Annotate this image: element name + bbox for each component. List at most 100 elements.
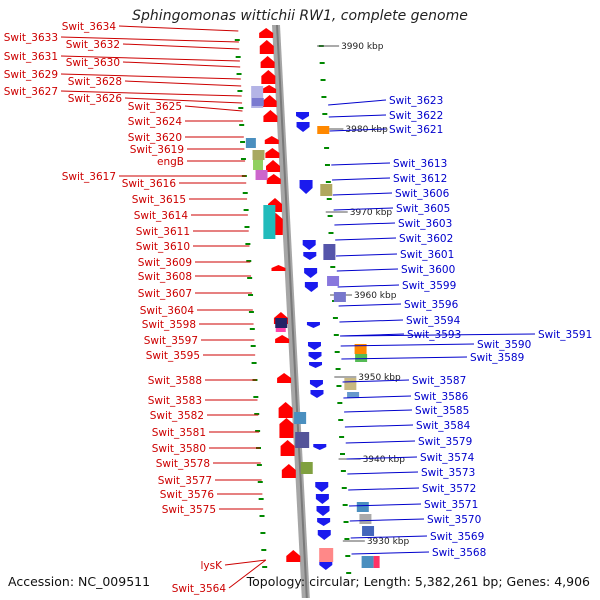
reverse-gene bbox=[319, 560, 333, 570]
reverse-label-leader bbox=[348, 487, 420, 491]
reverse-gene-label: Swit_3574 bbox=[420, 452, 475, 464]
reverse-gene bbox=[303, 252, 317, 260]
kbp-marker-label: 3960 kbp bbox=[354, 291, 397, 301]
forward-gene-label: Swit_3616 bbox=[122, 178, 177, 190]
reverse-label-leader bbox=[347, 471, 419, 475]
forward-gene bbox=[259, 40, 274, 54]
forward-label-leader bbox=[60, 36, 239, 43]
reverse-label-leader bbox=[329, 128, 387, 132]
gene-feature-box bbox=[317, 126, 330, 134]
reverse-gene bbox=[296, 112, 310, 120]
reverse-gene bbox=[296, 122, 310, 132]
reverse-gene-label: Swit_3600 bbox=[401, 264, 455, 276]
forward-label-leader bbox=[118, 25, 239, 32]
forward-gene bbox=[278, 402, 293, 418]
forward-gene bbox=[277, 373, 292, 383]
reverse-gene bbox=[304, 268, 318, 278]
gene-feature-box bbox=[252, 150, 265, 160]
forward-gene-label: Swit_3628 bbox=[68, 76, 122, 88]
gene-feature-box bbox=[275, 318, 288, 328]
reverse-gene-label: Swit_3603 bbox=[398, 218, 452, 230]
reverse-gene-label: Swit_3585 bbox=[415, 405, 469, 417]
reverse-gene bbox=[315, 482, 329, 492]
forward-gene bbox=[265, 148, 280, 158]
forward-gene bbox=[264, 136, 279, 144]
reverse-gene bbox=[313, 444, 327, 450]
forward-gene bbox=[286, 550, 301, 562]
reverse-label-leader bbox=[336, 268, 399, 272]
forward-gene bbox=[271, 265, 286, 271]
forward-gene bbox=[262, 95, 277, 107]
forward-gene-label: Swit_3611 bbox=[136, 226, 190, 238]
gene-feature-box bbox=[373, 556, 380, 568]
forward-gene bbox=[281, 464, 296, 478]
gene-feature-box bbox=[359, 514, 372, 524]
reverse-gene-label: Swit_3571 bbox=[424, 499, 478, 511]
reverse-label-leader bbox=[335, 237, 397, 241]
reverse-label-leader bbox=[341, 356, 468, 360]
reverse-label-leader bbox=[340, 333, 536, 337]
gene-feature-box bbox=[347, 392, 360, 398]
reverse-label-leader bbox=[331, 162, 391, 166]
forward-label-leader bbox=[124, 80, 242, 87]
reverse-label-leader bbox=[345, 440, 416, 444]
reverse-label-leader bbox=[328, 114, 387, 118]
gene-feature-box bbox=[327, 276, 340, 286]
reverse-gene-label: Swit_3584 bbox=[416, 420, 471, 432]
gene-feature-box bbox=[344, 378, 357, 390]
reverse-gene-label: Swit_3573 bbox=[421, 467, 475, 479]
reverse-gene-label: Swit_3570 bbox=[427, 514, 481, 526]
reverse-gene-label: Swit_3594 bbox=[406, 315, 461, 327]
forward-gene-label: Swit_3610 bbox=[136, 241, 190, 253]
forward-gene-label: Swit_3633 bbox=[4, 32, 58, 44]
forward-gene-label: engB bbox=[157, 156, 184, 168]
forward-gene-label: Swit_3626 bbox=[68, 93, 123, 105]
forward-gene bbox=[266, 160, 281, 172]
kbp-marker-label: 3940 kbp bbox=[363, 455, 406, 465]
forward-gene-label: Swit_3619 bbox=[130, 144, 184, 156]
forward-gene bbox=[266, 174, 281, 184]
gene-feature-box bbox=[300, 462, 313, 474]
forward-gene-label: Swit_3575 bbox=[162, 504, 216, 516]
reverse-label-leader bbox=[332, 177, 391, 181]
forward-label-leader bbox=[60, 90, 242, 97]
reverse-label-leader bbox=[349, 518, 425, 522]
reverse-gene bbox=[317, 518, 331, 526]
forward-gene-label: Swit_3609 bbox=[138, 257, 192, 269]
reverse-gene-label: Swit_3586 bbox=[414, 391, 469, 403]
forward-gene-label: Swit_3608 bbox=[138, 271, 192, 283]
forward-label-leader bbox=[122, 61, 241, 68]
reverse-gene bbox=[307, 342, 321, 350]
gene-feature-box bbox=[354, 344, 367, 354]
forward-gene-label: Swit_3582 bbox=[150, 410, 204, 422]
forward-gene-label: Swit_3632 bbox=[66, 39, 120, 51]
reverse-label-leader bbox=[348, 503, 422, 507]
forward-gene-label: Swit_3629 bbox=[4, 69, 58, 81]
forward-gene-label: Swit_3617 bbox=[62, 171, 116, 183]
forward-label-leader bbox=[122, 43, 240, 50]
reverse-gene-label: Swit_3606 bbox=[395, 188, 450, 200]
forward-gene-label: Swit_3583 bbox=[148, 395, 202, 407]
reverse-gene-label: Swit_3621 bbox=[389, 124, 443, 136]
forward-label-leader bbox=[228, 559, 267, 589]
reverse-gene-label: Swit_3623 bbox=[389, 95, 443, 107]
gene-feature-box bbox=[361, 556, 374, 568]
reverse-label-leader bbox=[334, 222, 396, 226]
gene-feature-box bbox=[356, 502, 369, 512]
reverse-gene-label: Swit_3591 bbox=[538, 329, 592, 341]
reverse-gene-label: Swit_3568 bbox=[432, 547, 486, 559]
gene-feature-box bbox=[320, 184, 333, 196]
forward-gene-label: Swit_3580 bbox=[152, 443, 206, 455]
forward-gene-label: Swit_3620 bbox=[128, 132, 182, 144]
reverse-gene-label: Swit_3601 bbox=[400, 249, 454, 261]
forward-gene-label: Swit_3597 bbox=[144, 335, 198, 347]
forward-gene bbox=[261, 70, 276, 84]
reverse-gene bbox=[309, 362, 323, 368]
gene-feature-box bbox=[355, 354, 368, 362]
forward-gene-label: Swit_3631 bbox=[4, 51, 58, 63]
forward-gene-label: Swit_3598 bbox=[142, 319, 196, 331]
reverse-gene-label: Swit_3569 bbox=[430, 531, 484, 543]
reverse-gene bbox=[309, 380, 323, 388]
kbp-marker-label: 3990 kbp bbox=[341, 42, 384, 52]
forward-gene-label: Swit_3564 bbox=[172, 583, 227, 595]
